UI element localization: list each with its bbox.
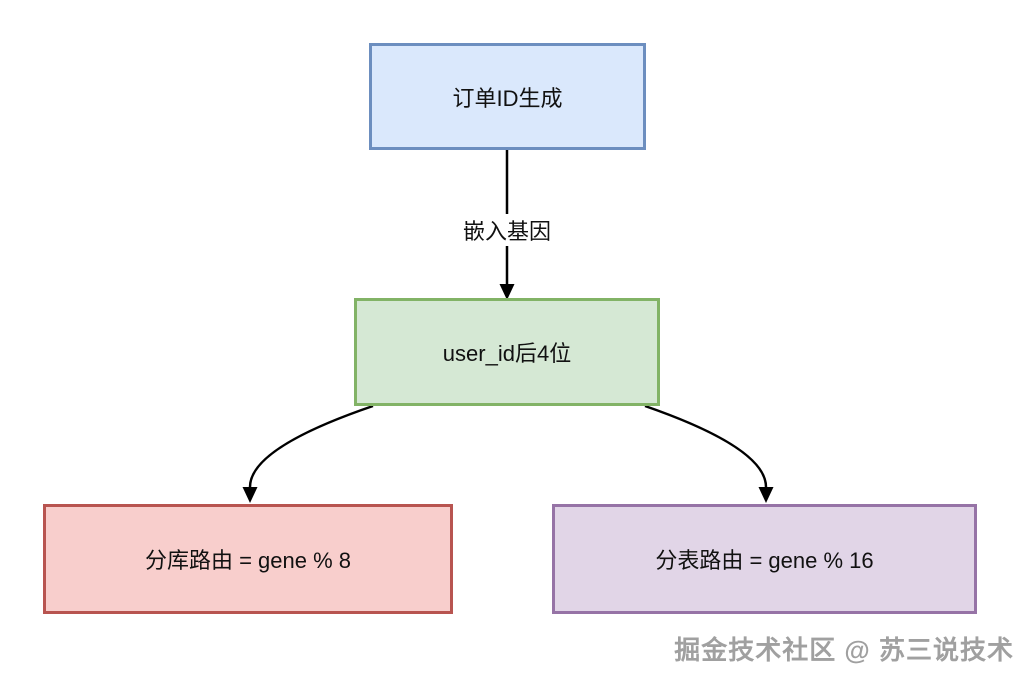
watermark-text: 掘金技术社区 @ 苏三说技术 [674,635,1014,665]
node-order-id-generation-label: 订单ID生成 [452,85,563,111]
node-user-id-last4: user_id后4位 [354,298,660,406]
edge-label-embed-gene: 嵌入基因 [458,214,556,246]
node-db-route: 分库路由 = gene % 8 [43,504,453,614]
node-db-route-label: 分库路由 = gene % 8 [144,548,352,573]
node-order-id-generation: 订单ID生成 [369,43,646,150]
edge-to-db-route-line [248,404,374,488]
edge-to-db-route-arrowhead [242,487,258,503]
node-table-route-label: 分表路由 = gene % 16 [655,548,874,573]
node-table-route: 分表路由 = gene % 16 [552,504,977,614]
edge-to-table-route-line [644,404,768,488]
node-user-id-last4-label: user_id后4位 [442,341,572,366]
edge-to-table-route-arrowhead [758,487,774,503]
